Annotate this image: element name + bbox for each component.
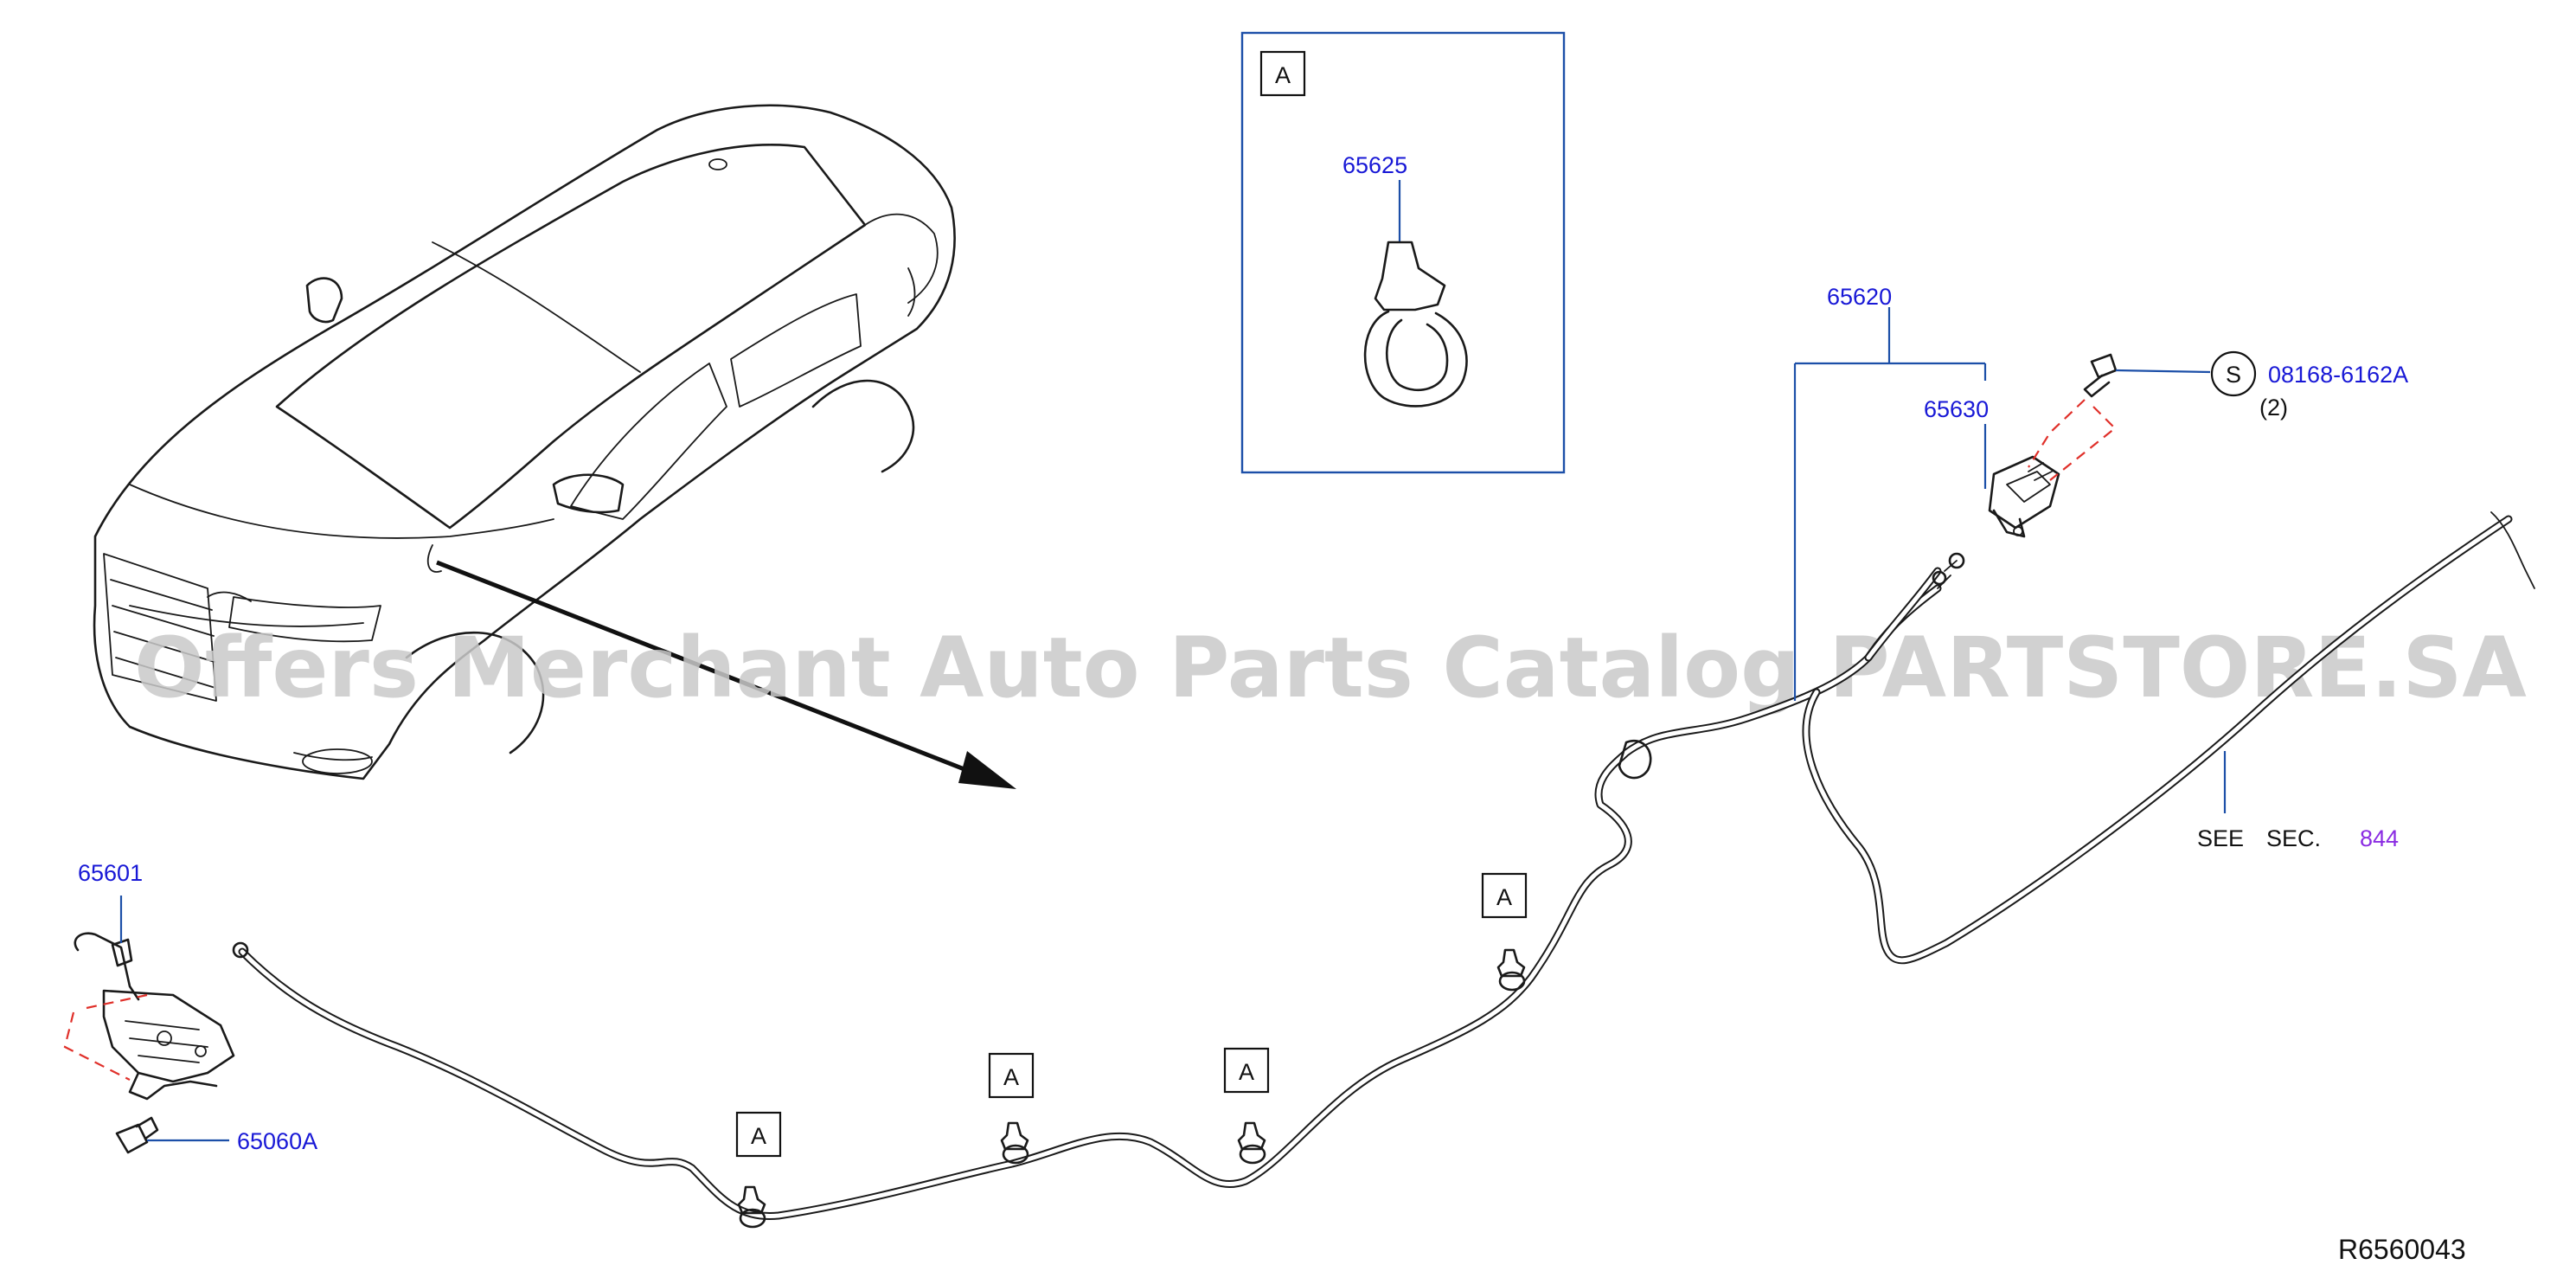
hood-opener-cable-sec-844 <box>1802 511 2535 965</box>
inset-tag: A <box>1275 62 1291 88</box>
detail-inset-a: A 65625 <box>1240 31 1566 474</box>
view-tag: A <box>1496 884 1512 910</box>
hood-release-cable <box>232 552 1965 1221</box>
cable-clip <box>737 1185 766 1229</box>
section-reference-link[interactable]: 844 <box>2360 825 2399 851</box>
pointer-arrow <box>436 560 1016 789</box>
diagram-code: R6560043 <box>2338 1234 2466 1265</box>
sec-label: SEC. <box>2266 825 2321 851</box>
see-label: SEE <box>2197 825 2244 851</box>
cable-clip <box>1496 948 1526 992</box>
view-tag: A <box>751 1123 766 1149</box>
hood-lock-control-assembly: S <box>1988 350 2257 538</box>
cable-clip <box>1237 1121 1266 1165</box>
part-number-clip: 65625 <box>1342 152 1407 178</box>
vehicle-illustration <box>93 104 956 780</box>
watermark-text: Offers Merchant Auto Parts Catalog PARTS… <box>134 620 2527 716</box>
part-number-hood-lock: 65601 <box>78 860 143 886</box>
part-number-bolt-reference: 08168-6162A <box>2268 362 2408 388</box>
part-number-hood-lock-control: 65630 <box>1924 396 1989 422</box>
part-number-cable-assembly: 65620 <box>1827 284 1892 310</box>
cable-assembly-leaders <box>1793 307 1987 701</box>
view-tags: A A A A <box>735 872 1528 1158</box>
view-tag: A <box>1239 1059 1254 1085</box>
part-number-lock-bolt: 65060A <box>237 1128 317 1154</box>
hood-lock-assembly <box>63 932 235 1154</box>
fastener-symbol: S <box>2226 362 2241 388</box>
view-tag: A <box>1003 1064 1019 1090</box>
bolt-quantity: (2) <box>2259 395 2288 421</box>
cable-clips <box>737 948 1526 1229</box>
cable-clip <box>1000 1121 1029 1165</box>
